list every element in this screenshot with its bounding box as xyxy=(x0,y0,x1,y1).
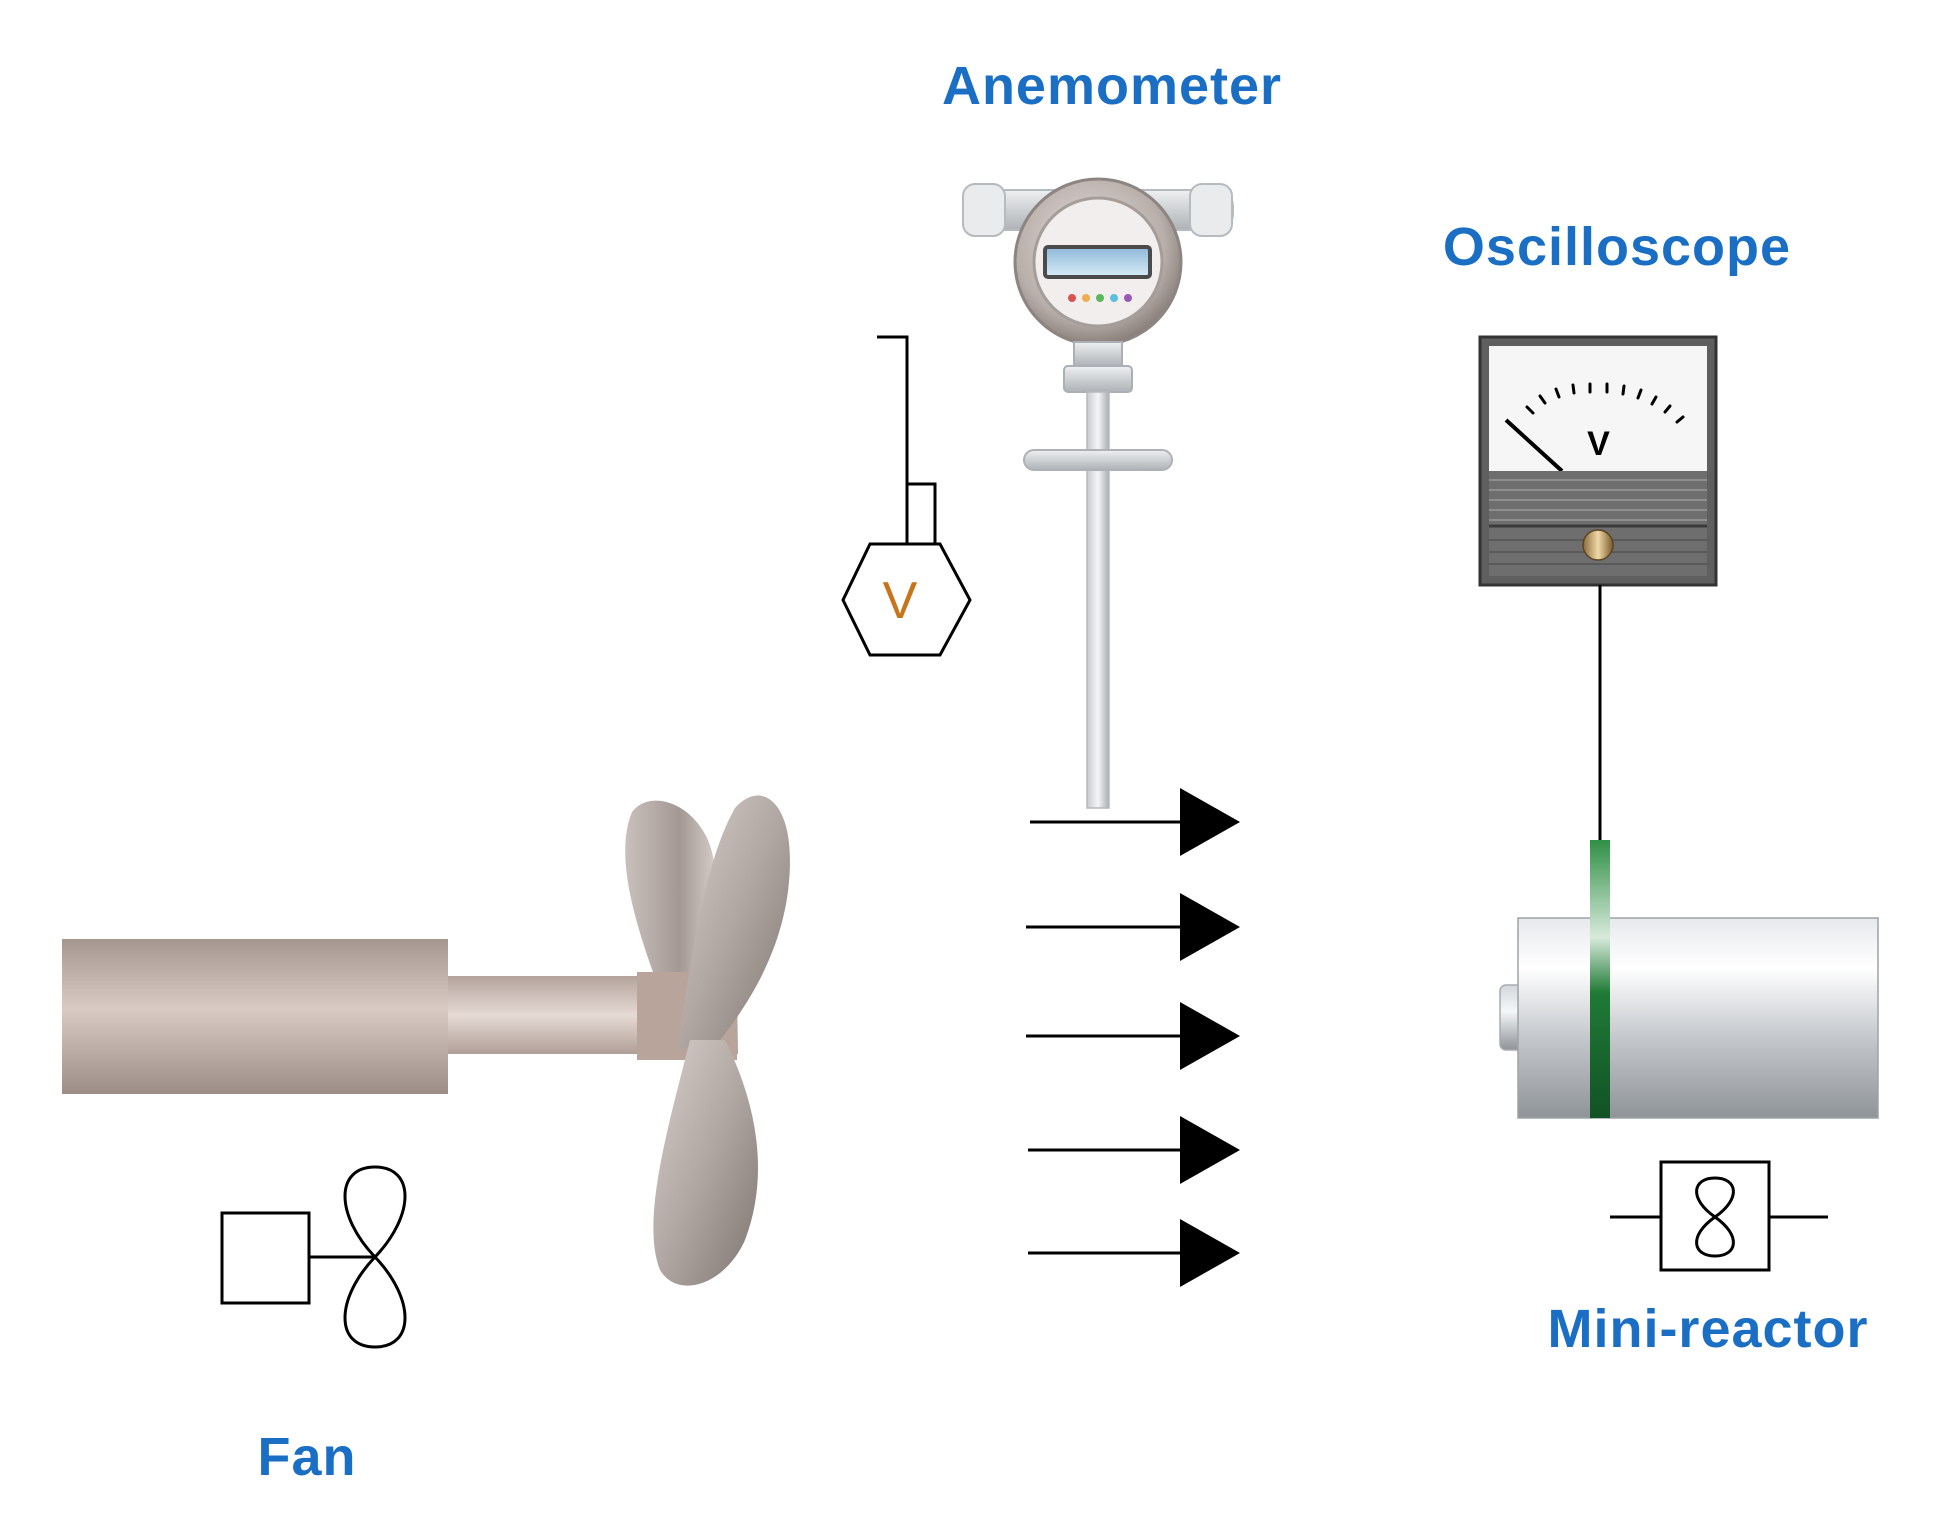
fan-motor-housing xyxy=(62,939,448,1094)
fan xyxy=(62,795,790,1286)
mini-reactor xyxy=(1499,840,1879,1119)
airflow-arrowhead xyxy=(1180,788,1240,856)
airflow-arrowhead xyxy=(1180,1002,1240,1070)
anemometer xyxy=(962,177,1234,809)
airflow-arrowhead xyxy=(1180,893,1240,961)
airflow-arrowhead xyxy=(1180,1116,1240,1184)
oscilloscope-dial-letter: V xyxy=(1587,425,1611,463)
velocity-symbol-letter: V xyxy=(883,572,918,630)
oscilloscope-label: Oscilloscope xyxy=(1443,217,1791,277)
fan-blade xyxy=(676,795,790,1050)
fan-blade xyxy=(653,1040,759,1286)
oscilloscope-dial-face xyxy=(1489,346,1707,471)
anemometer-display xyxy=(1043,245,1152,279)
velocity-transmitter-symbol: V xyxy=(841,335,972,657)
anemometer-probe xyxy=(1086,391,1110,809)
oscilloscope-needle xyxy=(1504,418,1564,473)
airflow-arrowhead xyxy=(1180,1219,1240,1287)
fan-label: Fan xyxy=(257,1427,356,1487)
mini-reactor-symbol xyxy=(1610,1160,1828,1272)
airflow-arrows xyxy=(1026,788,1240,1287)
oscilloscope-knob xyxy=(1582,529,1614,561)
mini-reactor-cylinder xyxy=(1517,917,1879,1119)
fan-symbol xyxy=(220,1165,407,1349)
mini-reactor-electrode-band xyxy=(1590,840,1610,1118)
mini-reactor-label: Mini-reactor xyxy=(1547,1299,1868,1359)
oscilloscope: V xyxy=(1478,335,1718,840)
anemometer-label: Anemometer xyxy=(942,56,1282,116)
